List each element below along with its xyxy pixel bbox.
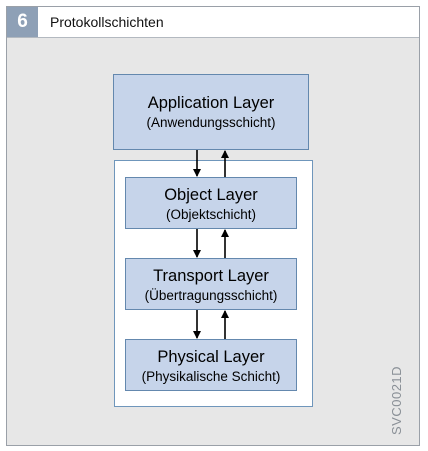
transport-layer-subtitle: (Übertragungsschicht) (144, 288, 278, 303)
physical-layer-name: Physical Layer (157, 348, 265, 366)
figure-number: 6 (7, 7, 38, 37)
application-layer-subtitle: (Anwendungsschicht) (146, 115, 276, 130)
physical-layer-box: Physical Layer (Physikalische Schicht) (125, 339, 297, 391)
transport-layer-name: Transport Layer (153, 267, 269, 285)
figure-frame: 6 Protokollschichten Application Layer (… (6, 6, 420, 446)
object-layer-name: Object Layer (164, 186, 258, 204)
figure-title: Protokollschichten (50, 14, 164, 30)
figure-code: SVC0021D (389, 365, 404, 435)
application-layer-name: Application Layer (147, 94, 275, 112)
application-layer-box: Application Layer (Anwendungsschicht) (113, 74, 309, 150)
object-layer-subtitle: (Objektschicht) (165, 207, 257, 222)
physical-layer-subtitle: (Physikalische Schicht) (141, 369, 281, 384)
object-layer-box: Object Layer (Objektschicht) (125, 177, 297, 229)
transport-layer-box: Transport Layer (Übertragungsschicht) (125, 258, 297, 310)
figure-header: 6 Protokollschichten (7, 7, 419, 38)
